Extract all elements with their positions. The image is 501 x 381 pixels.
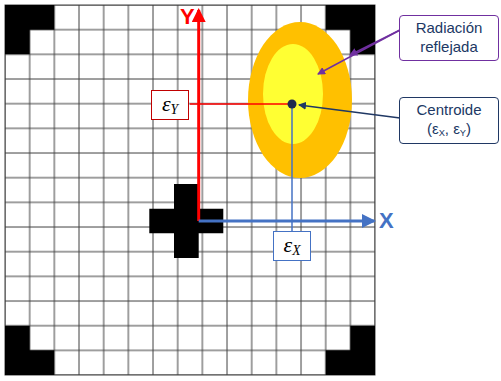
leader-line [318,30,400,74]
node-text: Radiación reflejada [406,19,492,57]
x-axis [199,220,374,223]
y-projection [190,103,292,105]
callout-box: Centroide (εX, εY) [399,97,499,144]
coordinate-box: εX [273,231,311,261]
reflected-radiation-outer [248,22,352,178]
x-projection [291,104,293,232]
y-axis [197,10,200,221]
node-text: εY [162,93,178,117]
axis-label: Y [180,6,195,28]
callout-box: Radiación reflejada [399,15,499,61]
node-text: εX [284,234,301,258]
centroid-dot [288,100,297,109]
leader-line [299,105,400,118]
reflected-radiation-inner [263,44,323,144]
pixel-grid [5,5,375,375]
coordinate-box: εY [151,90,189,120]
corner-marks [5,5,375,375]
axis-label: X [379,210,394,232]
node-text: Centroide (εX, εY) [406,101,492,140]
